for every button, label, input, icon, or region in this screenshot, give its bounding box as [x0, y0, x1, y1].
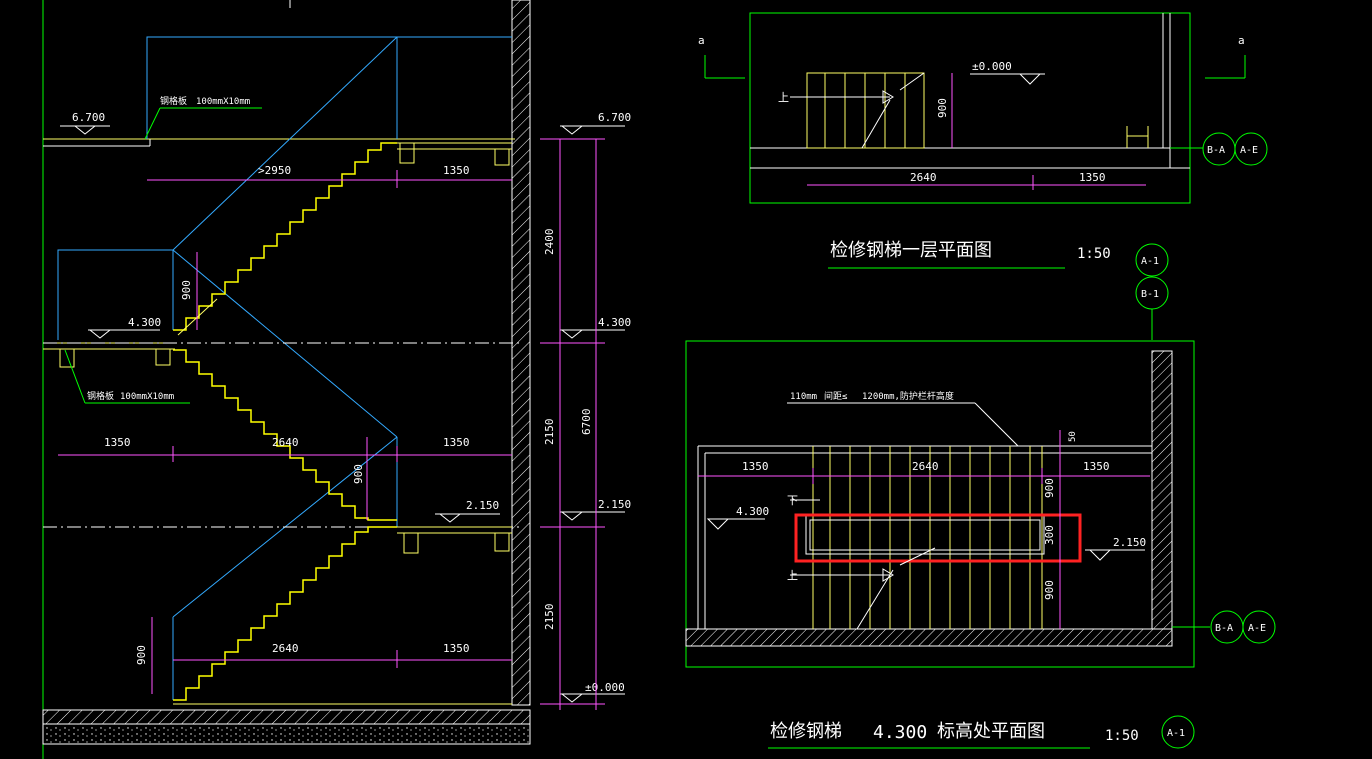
svg-text:2.150: 2.150	[598, 498, 631, 511]
plan2-title-a: 检修钢梯	[770, 721, 842, 742]
svg-text:100mmX10mm: 100mmX10mm	[120, 392, 174, 402]
svg-text:2640: 2640	[912, 460, 939, 473]
svg-text:2400: 2400	[543, 229, 556, 256]
svg-text:300: 300	[1043, 525, 1056, 545]
plate-note-mid: 钢格板 100mmX10mm	[64, 349, 190, 404]
svg-text:110mm: 110mm	[790, 392, 817, 402]
level-marker-left-430: 4.300	[88, 316, 161, 339]
level-marker-mid-215: 2.150	[435, 499, 500, 523]
svg-text:±0.000: ±0.000	[972, 60, 1012, 73]
ground-fill	[42, 723, 531, 745]
svg-text:间距≤: 间距≤	[824, 390, 848, 402]
svg-text:A-E: A-E	[1248, 623, 1266, 634]
svg-text:B-1: B-1	[1141, 289, 1159, 300]
svg-text:1350: 1350	[104, 436, 131, 449]
plan-level-430: 下 上 110mm 间距≤ 1200mm,防护栏杆高度 1350 2640 13…	[685, 243, 1276, 749]
svg-text:下: 下	[787, 494, 798, 507]
level-marker-right-430: 4.300	[560, 316, 631, 339]
wall-hatch	[511, 0, 531, 706]
level-marker-right-670: 6.700	[560, 111, 631, 135]
svg-text:1350: 1350	[742, 460, 769, 473]
svg-text:1:50: 1:50	[1105, 728, 1139, 744]
svg-text:>2950: >2950	[258, 164, 291, 177]
svg-text:900: 900	[135, 645, 148, 665]
svg-text:2150: 2150	[543, 419, 556, 446]
svg-text:上: 上	[787, 569, 798, 582]
svg-text:900: 900	[1043, 580, 1056, 600]
plan2-title-c: 标高处平面图	[937, 721, 1045, 742]
svg-text:2640: 2640	[272, 642, 299, 655]
svg-text:900: 900	[1043, 478, 1056, 498]
svg-text:A-E: A-E	[1240, 145, 1258, 156]
svg-text:钢格板: 钢格板	[87, 390, 114, 402]
svg-text:A-1: A-1	[1167, 728, 1185, 739]
level-marker-left-670: 6.700	[60, 111, 110, 135]
svg-text:4.300: 4.300	[598, 316, 631, 329]
svg-text:4.300: 4.300	[128, 316, 161, 329]
svg-text:1350: 1350	[1079, 171, 1106, 184]
svg-text:2640: 2640	[910, 171, 937, 184]
svg-text:900: 900	[180, 280, 193, 300]
svg-text:钢格板: 钢格板	[160, 95, 187, 107]
highlight-box	[794, 513, 1082, 563]
svg-text:1350: 1350	[443, 642, 470, 655]
svg-text:2.150: 2.150	[466, 499, 499, 512]
svg-text:a: a	[698, 34, 705, 47]
svg-text:1350: 1350	[443, 164, 470, 177]
svg-text:2150: 2150	[543, 604, 556, 631]
level-marker-right-000: ±0.000	[560, 681, 625, 703]
svg-text:±0.000: ±0.000	[585, 681, 625, 694]
svg-text:a: a	[1238, 34, 1245, 47]
svg-text:1350: 1350	[1083, 460, 1110, 473]
svg-text:900: 900	[936, 98, 949, 118]
svg-text:6.700: 6.700	[72, 111, 105, 124]
svg-text:4.300: 4.300	[873, 722, 927, 743]
level-marker-right-215: 2.150	[560, 498, 631, 521]
svg-text:1350: 1350	[443, 436, 470, 449]
svg-text:1200mm,防护栏杆高度: 1200mm,防护栏杆高度	[862, 390, 954, 402]
svg-text:上: 上	[778, 91, 789, 104]
plan-level-0: 上 900 ±0.000 2640 1350 a a B-A A-E 检修钢梯一…	[698, 12, 1268, 269]
svg-text:900: 900	[352, 464, 365, 484]
svg-text:B-A: B-A	[1215, 623, 1233, 634]
svg-text:A-1: A-1	[1141, 256, 1159, 267]
plate-note-top: 钢格板 100mmX10mm	[144, 95, 262, 140]
ground-slab	[42, 709, 531, 725]
svg-text:B-A: B-A	[1207, 145, 1225, 156]
svg-text:1:50: 1:50	[1077, 246, 1111, 262]
svg-text:6700: 6700	[580, 409, 593, 436]
section-view: 6.700 4.300 2.150 6.700 4.300 2.150	[42, 0, 631, 759]
svg-text:4.300: 4.300	[736, 505, 769, 518]
svg-text:100mmX10mm: 100mmX10mm	[196, 97, 250, 107]
svg-text:2640: 2640	[272, 436, 299, 449]
plan2-treads	[812, 446, 1043, 629]
svg-text:6.700: 6.700	[598, 111, 631, 124]
svg-text:50: 50	[1068, 431, 1078, 442]
plan1-title: 检修钢梯一层平面图	[830, 240, 992, 261]
svg-text:2.150: 2.150	[1113, 536, 1146, 549]
